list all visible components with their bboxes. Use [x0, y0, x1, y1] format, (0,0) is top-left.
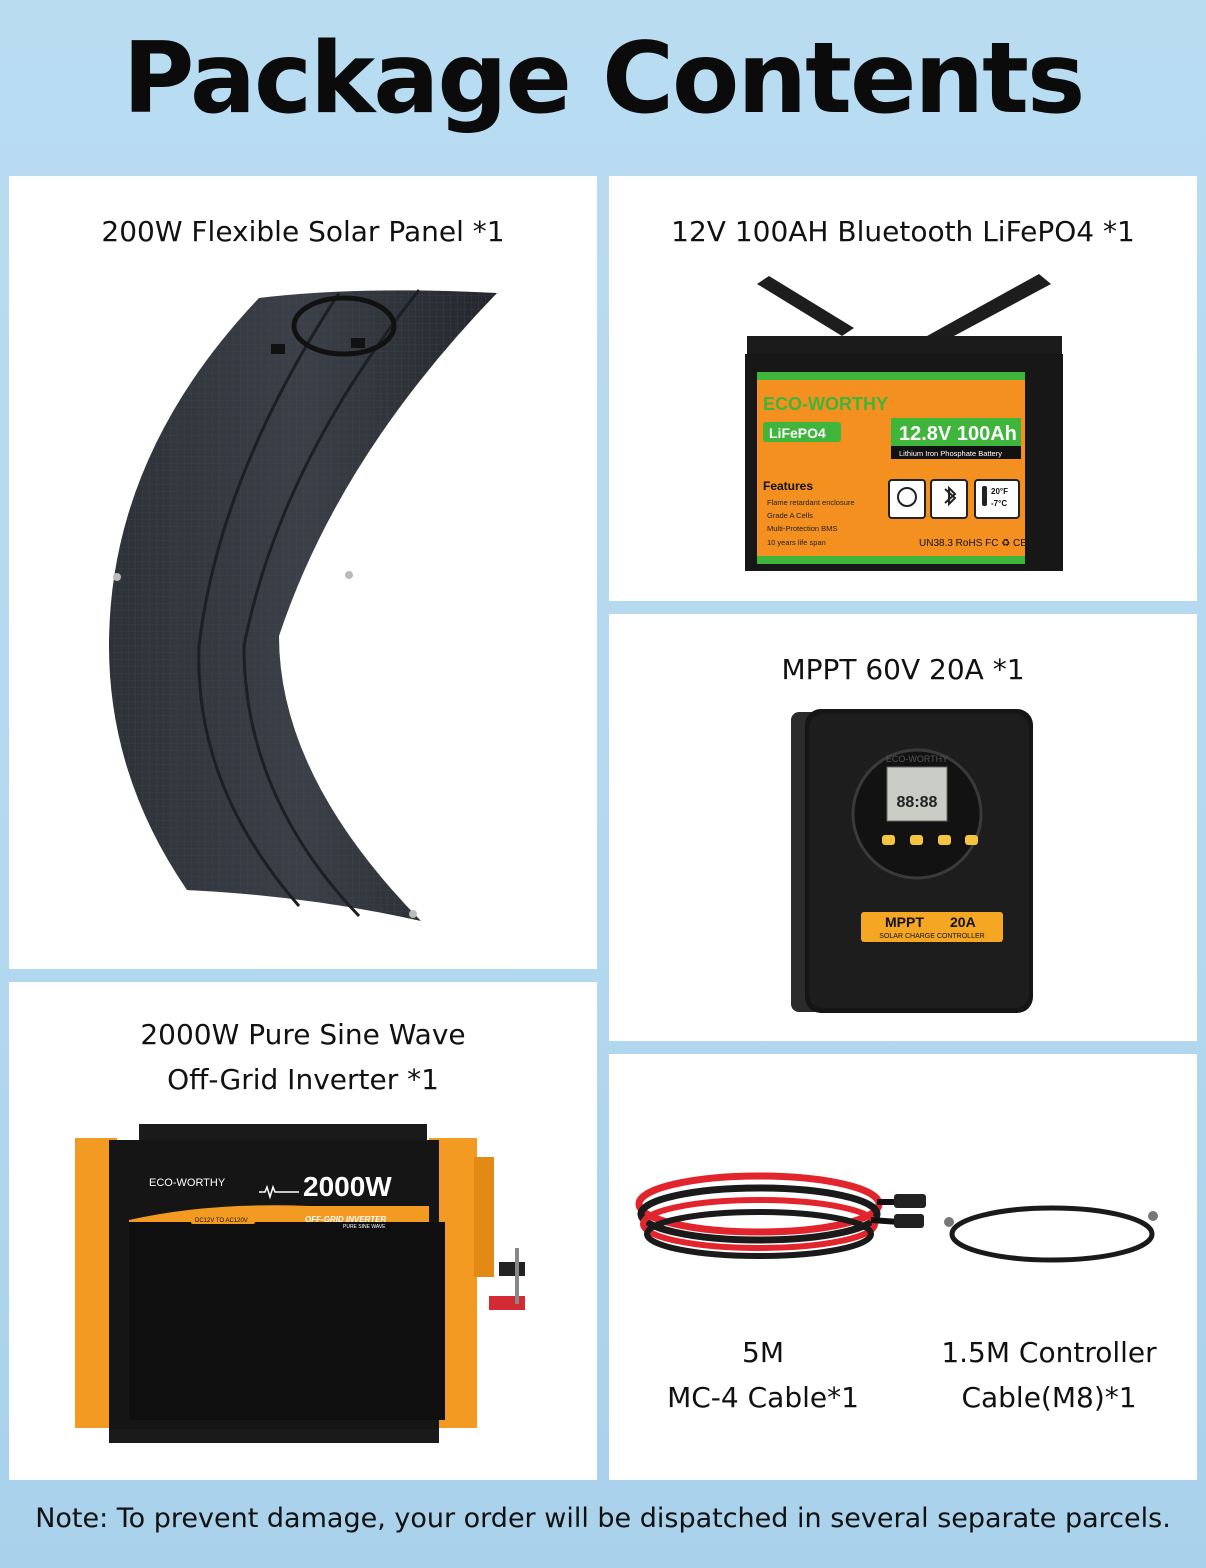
battery-card: 12V 100AH Bluetooth LiFePO4 *1 ECO-WORTH… — [609, 176, 1197, 601]
solar-panel-image — [109, 289, 497, 922]
battery-feature: Grade A Cells — [767, 511, 813, 520]
inverter-image: ECO-WORTHY 2000W OFF-GRID INVERTER PURE … — [75, 1124, 525, 1443]
inverter-brand: ECO-WORTHY — [149, 1177, 226, 1189]
controller-badge-right: 20A — [950, 914, 976, 930]
mc4-cable-caption-line1: 5M — [742, 1336, 784, 1369]
battery-feature: Multi-Protection BMS — [767, 524, 837, 533]
inverter-power: 2000W — [303, 1171, 392, 1202]
battery-chem: LiFePO4 — [769, 425, 826, 441]
flame-icon — [888, 479, 926, 519]
battery-certs: UN38.3 RoHS FC ♻ CE — [919, 538, 1027, 549]
mc4-cable-caption-line2: MC-4 Cable*1 — [667, 1381, 859, 1414]
controller-caption: MPPT 60V 20A *1 — [781, 653, 1025, 686]
controller-image: ECO-WORTHY 88:88 MPPT 20A SOLAR CHARGE C… — [791, 709, 1033, 1013]
battery-feature: Flame retardant enclosure — [767, 498, 855, 507]
controller-cable-caption-line1: 1.5M Controller — [941, 1336, 1157, 1369]
battery-caption: 12V 100AH Bluetooth LiFePO4 *1 — [671, 215, 1135, 248]
inverter-caption-line1: 2000W Pure Sine Wave — [140, 1018, 466, 1051]
battery-subtitle: Lithium Iron Phosphate Battery — [899, 449, 1002, 458]
inverter-model-sub: PURE SINE WAVE — [343, 1224, 386, 1230]
controller-lcd: 88:88 — [897, 794, 938, 811]
cables-image — [635, 1172, 1158, 1263]
battery-features-title: Features — [763, 479, 813, 493]
shipping-note: Note: To prevent damage, your order will… — [35, 1503, 1171, 1534]
controller-badge-left: MPPT — [885, 914, 924, 930]
inverter-card: 2000W Pure Sine Wave Off-Grid Inverter *… — [9, 982, 597, 1480]
battery-temp-high: 20°F — [991, 487, 1008, 496]
solar-panel-caption: 200W Flexible Solar Panel *1 — [101, 215, 505, 248]
page-title: Package Contents — [122, 22, 1086, 136]
inverter-model: OFF-GRID INVERTER — [305, 1215, 386, 1224]
controller-cable-caption-line2: Cable(M8)*1 — [961, 1381, 1137, 1414]
battery-rating: 12.8V 100Ah — [899, 423, 1017, 445]
battery-brand: ECO-WORTHY — [763, 394, 888, 414]
inverter-io: DC12V TO AC120V — [195, 1218, 248, 1224]
inverter-caption-line2: Off-Grid Inverter *1 — [167, 1063, 439, 1096]
cables-card: 5M MC-4 Cable*1 1.5M Controller Cable(M8… — [609, 1054, 1197, 1480]
battery-temp-low: -7°C — [991, 499, 1007, 508]
controller-brand: ECO-WORTHY — [886, 754, 948, 764]
battery-image: ECO-WORTHY LiFePO4 12.8V 100Ah Lithium I… — [745, 274, 1063, 571]
controller-card: MPPT 60V 20A *1 ECO-WORTHY 88:88 MPPT 20… — [609, 614, 1197, 1041]
controller-badge-sub: SOLAR CHARGE CONTROLLER — [879, 933, 984, 940]
battery-feature: 10 years life span — [767, 538, 826, 547]
solar-panel-card: 200W Flexible Solar Panel *1 — [9, 176, 597, 969]
